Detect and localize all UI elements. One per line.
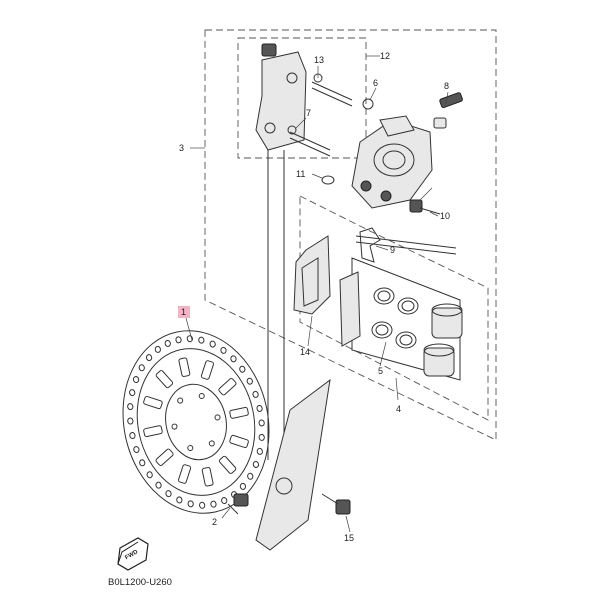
disc-spoke-window <box>155 448 174 466</box>
disc-hole <box>209 340 216 348</box>
caliper-pistons <box>423 303 463 377</box>
disc-hole <box>132 376 140 384</box>
disc-bolt-hole <box>198 392 205 399</box>
disc-hole <box>127 417 134 425</box>
disc-spoke-window <box>178 357 191 377</box>
disc-hole <box>230 355 237 363</box>
callout-15[interactable]: 15 <box>344 533 354 543</box>
disc-spoke-window <box>229 434 249 449</box>
washer-11 <box>321 175 335 185</box>
front-fork <box>255 150 331 551</box>
disc-hole <box>165 490 172 498</box>
disc-inner-rim <box>136 348 256 496</box>
disc-hole <box>198 336 205 344</box>
disc-bolt-hole <box>214 414 221 421</box>
pad-spring-9 <box>359 227 381 263</box>
callout-1-highlight <box>178 306 190 318</box>
disc-spoke-window <box>177 464 192 484</box>
disc-hole <box>258 433 265 441</box>
callout-14[interactable]: 14 <box>300 347 310 357</box>
bleeder-screw-8 <box>433 92 463 129</box>
callout-11[interactable]: 11 <box>296 169 305 179</box>
callout-5[interactable]: 5 <box>378 366 383 376</box>
brake-pad-kit-14 <box>293 235 361 347</box>
disc-hole <box>210 500 217 508</box>
disc-hole <box>164 339 171 347</box>
disc-spoke-window <box>143 425 163 438</box>
caliper-bracket <box>255 51 307 151</box>
disc-hole <box>252 390 259 398</box>
callout-4[interactable]: 4 <box>396 404 401 414</box>
disc-hole <box>129 432 136 439</box>
disc-bolt-hole <box>187 445 194 452</box>
disc-hole <box>246 377 253 385</box>
disc-bolt-hole <box>171 423 178 430</box>
disc-bolt-hole <box>177 397 184 404</box>
diagram-code: B0L1200-U260 <box>108 577 172 588</box>
slide-pin-7 <box>287 125 331 157</box>
caliper-body <box>351 98 433 209</box>
disc-hole <box>176 496 183 504</box>
disc-hole <box>139 459 146 467</box>
disc-spoke-window <box>218 378 237 396</box>
callout-10[interactable]: 10 <box>440 211 450 221</box>
callout-8[interactable]: 8 <box>444 81 449 91</box>
pin-bolt-13 <box>261 43 353 107</box>
callout-1[interactable]: 1 <box>181 307 186 317</box>
caliper-bolt-15 <box>321 493 351 515</box>
disc-spoke-window <box>200 360 215 380</box>
disc-hole <box>252 460 260 468</box>
disc-hole <box>220 346 227 354</box>
disc-bolt-2 <box>227 493 249 515</box>
callout-13[interactable]: 13 <box>314 55 324 65</box>
disc-hole <box>247 472 254 480</box>
disc-spoke-window <box>155 370 174 389</box>
callout-2[interactable]: 2 <box>212 517 217 527</box>
piston-seal-kit-5 <box>371 287 419 349</box>
disc-hole <box>256 405 263 412</box>
disc-hole <box>186 335 193 343</box>
disc-outer-rim <box>122 330 270 514</box>
disc-hole <box>129 389 136 397</box>
disc-hole <box>145 354 153 362</box>
leader-lines <box>185 55 449 533</box>
disc-hub <box>165 383 227 461</box>
disc-hole <box>138 364 145 372</box>
disc-hole <box>256 447 263 455</box>
disc-hole <box>146 471 153 479</box>
disc-hole <box>199 501 206 509</box>
disc-spoke-window <box>143 395 163 410</box>
brake-disc <box>122 330 270 514</box>
disc-hole <box>133 446 140 454</box>
disc-hole <box>239 365 246 373</box>
disc-spoke-window <box>218 455 237 474</box>
disc-hole <box>155 481 162 489</box>
callout-6[interactable]: 6 <box>373 78 378 88</box>
disc-hole <box>154 345 161 353</box>
assembly-outline-3 <box>204 29 497 441</box>
callout-7[interactable]: 7 <box>306 108 311 118</box>
group-outline-12 <box>237 37 367 159</box>
fwd-arrow-icon: FWD <box>117 537 149 571</box>
disc-hole <box>187 500 194 508</box>
disc-hole <box>239 482 247 490</box>
callout-3[interactable]: 3 <box>179 143 184 153</box>
disc-hole <box>221 497 228 505</box>
callout-9[interactable]: 9 <box>390 245 395 255</box>
disc-spoke-window <box>201 467 214 487</box>
disc-spoke-window <box>229 406 249 419</box>
disc-bolt-hole <box>208 440 215 447</box>
callout-12[interactable]: 12 <box>380 51 390 61</box>
disc-hole <box>258 419 265 427</box>
disc-hole <box>127 403 134 411</box>
disc-hole <box>175 336 182 344</box>
